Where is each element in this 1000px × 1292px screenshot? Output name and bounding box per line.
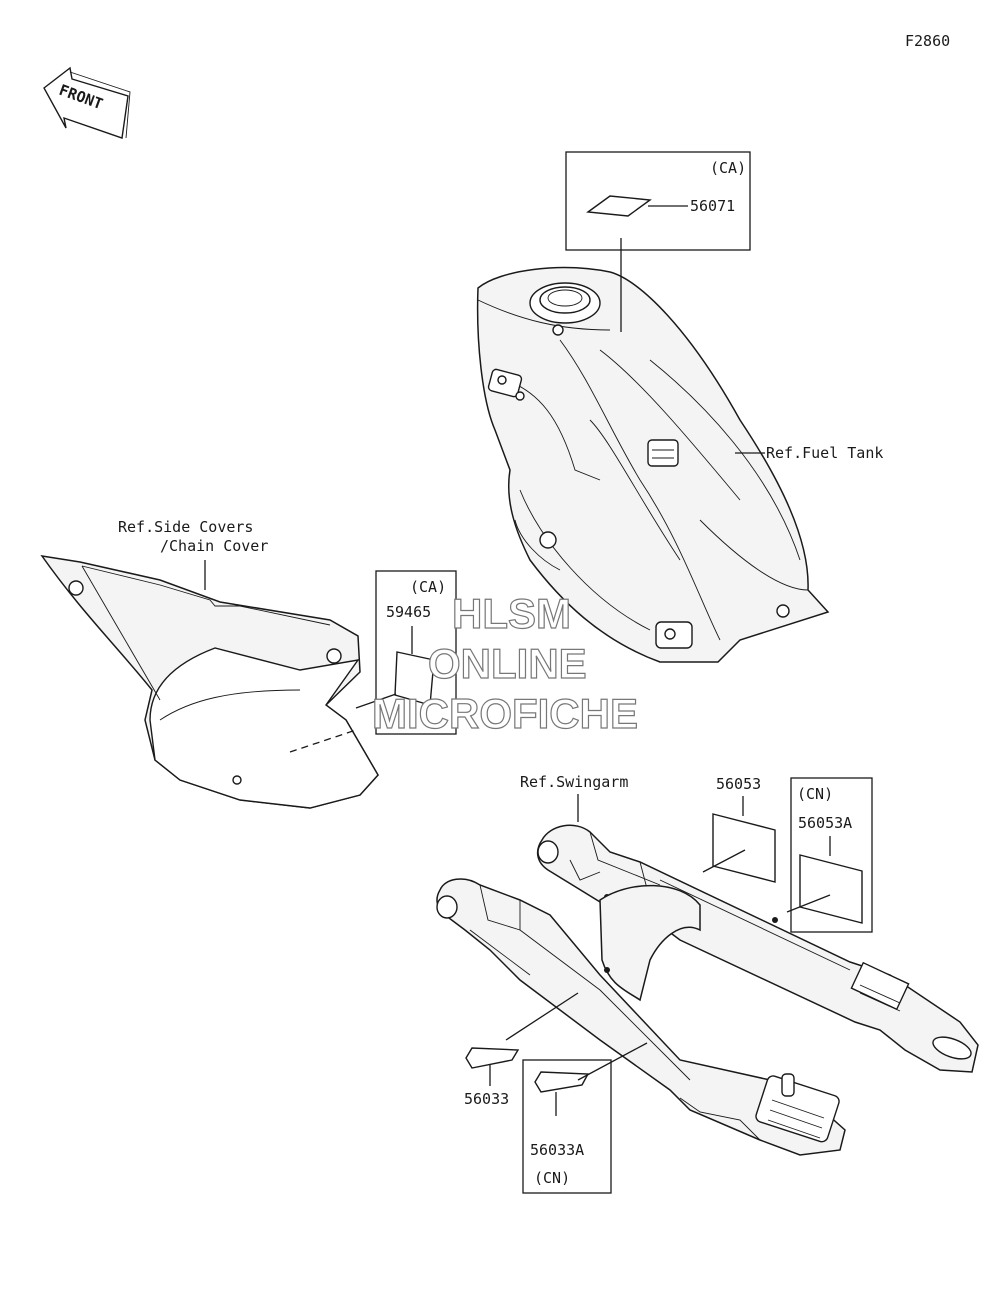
part-56033A-region: (CN) <box>534 1169 570 1187</box>
part-56033A-decal <box>534 1071 590 1093</box>
part-56033A-number: 56033A <box>530 1141 584 1159</box>
part-56071-decal <box>586 195 652 217</box>
part-59465-region: (CA) <box>410 578 446 596</box>
part-56053-decal <box>712 813 776 883</box>
ref-fuel-tank: Ref.Fuel Tank <box>766 444 883 462</box>
part-59465-number: 59465 <box>386 603 431 621</box>
side-cover-drawing <box>40 554 379 809</box>
part-56053A-decal <box>799 854 863 924</box>
front-arrow-icon: FRONT <box>43 66 131 139</box>
part-56071-box <box>565 151 751 251</box>
watermark-line2: ONLINE <box>428 640 587 687</box>
part-56053A-number: 56053A <box>798 814 852 832</box>
part-56071-number: 56071 <box>690 197 735 215</box>
part-56053A-box <box>790 777 873 933</box>
swingarm-drawing <box>436 824 979 1156</box>
watermark-line3: MICROFICHE <box>372 690 638 737</box>
ref-swingarm: Ref.Swingarm <box>520 773 628 791</box>
part-56033-number: 56033 <box>464 1090 509 1108</box>
ref-side-covers: Ref.Side Covers <box>118 518 253 536</box>
part-59465-box <box>375 570 457 735</box>
part-56053-number: 56053 <box>716 775 761 793</box>
fuel-tank-drawing <box>476 266 830 663</box>
ref-chain-cover: /Chain Cover <box>160 537 268 555</box>
part-56033-decal <box>465 1047 520 1069</box>
part-56033A-box <box>522 1059 612 1194</box>
watermark-line1: HLSM <box>452 590 571 637</box>
part-59465-decal <box>394 651 435 706</box>
figure-code: F2860 <box>905 32 950 50</box>
part-56071-region: (CA) <box>710 159 746 177</box>
part-56053A-region: (CN) <box>797 785 833 803</box>
